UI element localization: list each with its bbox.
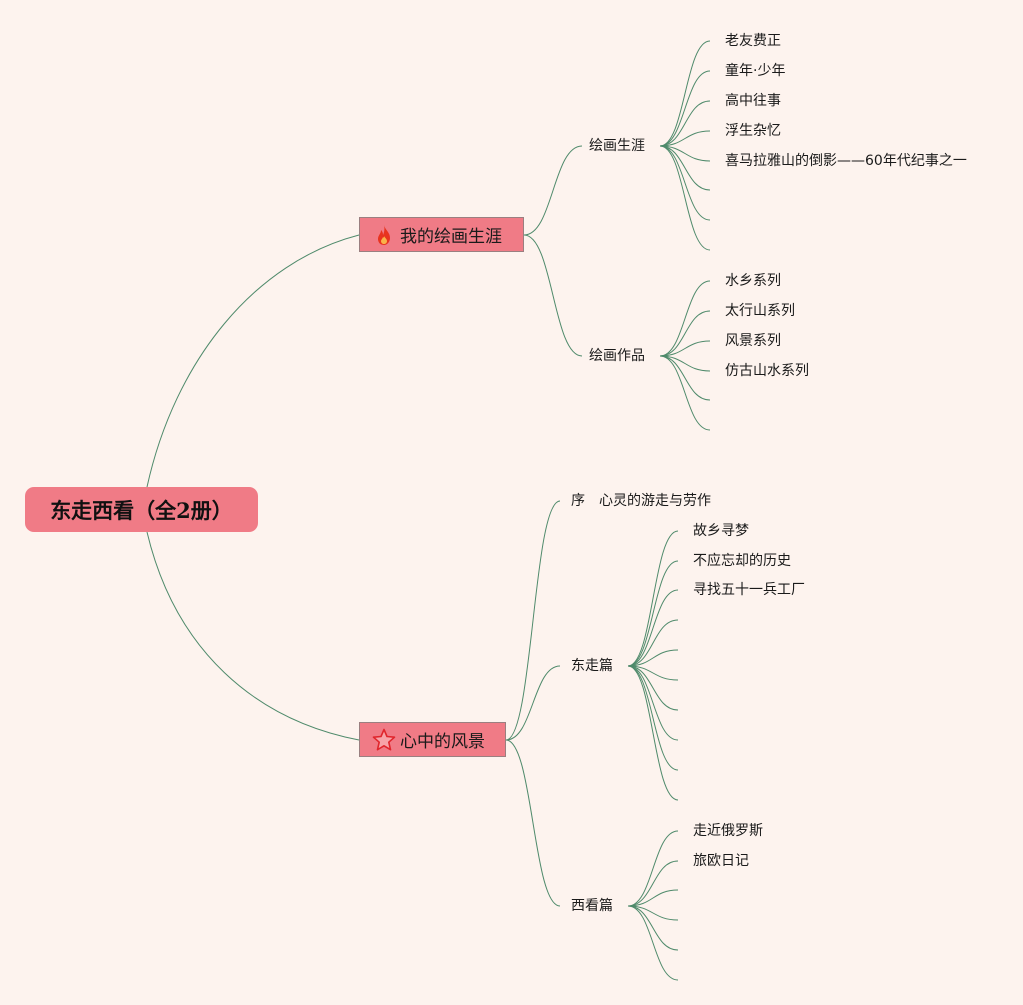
connector-line [505, 739, 561, 907]
connector-line [505, 665, 561, 741]
main-topic-inner-scenery[interactable]: 心中的风景 [359, 722, 506, 757]
connector-line [659, 130, 711, 147]
connector-line [627, 905, 679, 981]
connector-line [627, 860, 679, 907]
connector-line [659, 280, 711, 357]
leaf-topic[interactable]: 浮生杂忆 [725, 123, 781, 139]
connector-line [627, 830, 679, 907]
connector-line [659, 145, 711, 191]
connector-line [146, 531, 360, 741]
connector-line [627, 665, 679, 711]
main-topic-painting-career[interactable]: 我的绘画生涯 [359, 217, 524, 252]
leaf-topic[interactable]: 童年·少年 [725, 63, 786, 79]
connector-line [659, 70, 711, 147]
subtopic-preface[interactable]: 序 心灵的游走与劳作 [571, 493, 711, 509]
connector-line [146, 234, 360, 488]
subtopic-west-view[interactable]: 西看篇 [571, 898, 613, 914]
connector-line [627, 905, 679, 951]
fire-icon [372, 223, 396, 247]
connector-line [627, 649, 679, 667]
connector-line [523, 145, 583, 236]
connector-line [659, 145, 711, 162]
leaf-topic[interactable]: 风景系列 [725, 333, 781, 349]
leaf-topic[interactable]: 喜马拉雅山的倒影——60年代纪事之一 [725, 153, 967, 169]
leaf-topic[interactable]: 寻找五十一兵工厂 [693, 582, 805, 598]
subtopic-painting-career[interactable]: 绘画生涯 [589, 138, 645, 154]
connector-line [659, 100, 711, 147]
star-icon [372, 728, 396, 752]
connector-line [627, 619, 679, 667]
leaf-topic[interactable]: 旅欧日记 [693, 853, 749, 869]
central-topic[interactable]: 东走西看（全2册） [25, 487, 258, 532]
connector-line [659, 355, 711, 372]
connector-line [523, 234, 583, 357]
connector-line [659, 355, 711, 401]
connector-line [627, 665, 679, 741]
central-topic-label: 东走西看（全2册） [50, 497, 233, 523]
connector-line [659, 340, 711, 357]
connector-line [659, 145, 711, 221]
connector-line [659, 145, 711, 251]
subtopic-east-journey[interactable]: 东走篇 [571, 658, 613, 674]
connector-line [505, 500, 561, 741]
connector-line [659, 40, 711, 147]
connector-line [627, 589, 679, 667]
main-topic-label: 心中的风景 [400, 732, 485, 752]
leaf-topic[interactable]: 水乡系列 [725, 273, 781, 289]
subtopic-painting-works[interactable]: 绘画作品 [589, 348, 645, 364]
leaf-topic[interactable]: 仿古山水系列 [725, 363, 809, 379]
leaf-topic[interactable]: 太行山系列 [725, 303, 795, 319]
connector-line [659, 310, 711, 357]
connector-line [627, 889, 679, 907]
leaf-topic[interactable]: 老友费正 [725, 33, 781, 49]
connector-line [627, 530, 679, 667]
connector-line [659, 355, 711, 431]
main-topic-label: 我的绘画生涯 [400, 227, 502, 247]
connector-line [627, 665, 679, 771]
leaf-topic[interactable]: 故乡寻梦 [693, 523, 749, 539]
connector-line [627, 665, 679, 801]
leaf-topic[interactable]: 高中往事 [725, 93, 781, 109]
leaf-topic[interactable]: 走近俄罗斯 [693, 823, 763, 839]
connector-line [627, 560, 679, 667]
leaf-topic[interactable]: 不应忘却的历史 [693, 553, 791, 569]
